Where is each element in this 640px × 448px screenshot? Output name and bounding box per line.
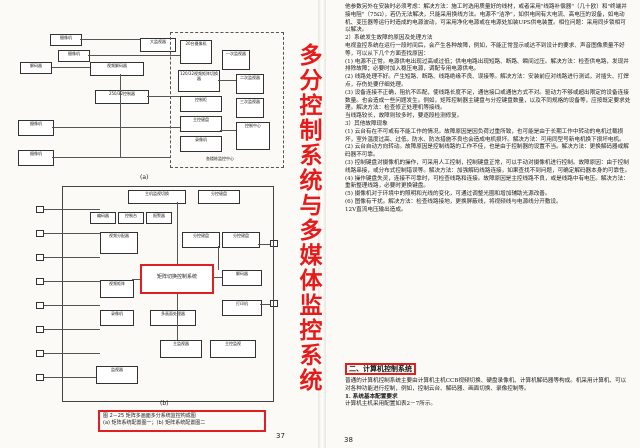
diagram-a-cam5: 摄像机 bbox=[18, 150, 54, 166]
paragraph: (2) 线路处理不好。产生短路、断路、线路绝缘不良、误接等。解决方法：安装前应对… bbox=[345, 74, 629, 88]
diagram-a-matrix: 120/32视频矩阵切换器 bbox=[178, 70, 220, 92]
camera-icon bbox=[36, 206, 44, 213]
camera-icon bbox=[36, 278, 44, 285]
diagram-b-multi: 多画面处理器 bbox=[150, 310, 196, 326]
diagram-b-keyboard-2: 分控键盘 bbox=[222, 232, 260, 248]
paragraph: (4) 操作键盘失灵，连接不可靠时，可检查线路和连接。故障原因是主控线路不良，或… bbox=[345, 175, 629, 190]
diagram-a-mon-top: 大监视器 bbox=[140, 38, 176, 52]
diagram-a-cabinet: 控制柜 bbox=[180, 96, 222, 112]
diagram-a-mon-left: 一次监视器 bbox=[222, 50, 250, 70]
section-heading: 二、计算机控制系统 bbox=[345, 363, 416, 375]
camera-icon bbox=[36, 374, 44, 381]
camera-icon bbox=[36, 230, 44, 237]
paragraph: 电视监控系统在运行一段时间后，会产生各种故障，例如，不能正常显示或达不到设计的要… bbox=[345, 42, 625, 57]
paragraph: (3) 设备连接不正确，阻抗不匹配，使线路长度不足，通信接口或通信方式不对。驱动… bbox=[345, 89, 631, 112]
figure-caption: 图 2－25 矩阵多画面多分系统监控构成图 (a) 矩阵系统配置图一；(b) 矩… bbox=[98, 410, 266, 432]
diagram-b-control-mon: 主控监视 bbox=[210, 340, 256, 358]
diagram-a-keyboard: 主控键盘 bbox=[180, 116, 222, 132]
camera-icon bbox=[36, 326, 44, 333]
alarm-icon bbox=[270, 300, 278, 307]
alarm-icon bbox=[270, 240, 278, 247]
paragraph: (6) 图像有干扰。解决方法：检查线路接地，更换屏蔽线，将视频线与电源线分开敷设… bbox=[345, 198, 562, 205]
diagram-b-small-b: 控制台 bbox=[118, 212, 144, 224]
diagram-a-bottom: 各楼栋监控中心 bbox=[206, 156, 234, 161]
diagram-b-video-dist: 视频分配器 bbox=[100, 232, 138, 254]
paragraph: (3) 控制键盘对摄像机的操作，可采用人工控制，控制键盘正常，可以手动对摄像机进… bbox=[345, 159, 631, 174]
diagram-a-frame bbox=[170, 32, 284, 168]
diagram-b-vcr: 录像机 bbox=[100, 310, 134, 326]
subheading: 1. 系统基本配置要求 bbox=[345, 393, 398, 400]
diagram-a-center: 控制中心 bbox=[236, 122, 270, 150]
paragraph: 3）其他故障现象 bbox=[345, 120, 388, 127]
diagram-a-bank: 20台摄像机 bbox=[180, 40, 212, 64]
diagram-a-cam3: 解码器 bbox=[20, 62, 52, 74]
diagram-a-decoder: 视频解码器 bbox=[90, 62, 144, 76]
paragraph: 当线路较长，故障则较多时，要逐段检测修复。 bbox=[345, 113, 463, 120]
camera-icon bbox=[36, 302, 44, 309]
paragraph: (2) 云台自动方向转动。故障原因是控制线路的工作不佳，也是由于控制器的设置不当… bbox=[345, 144, 629, 159]
diagram-b-center-box: 矩阵切换控制系统 bbox=[140, 264, 214, 294]
diagram-b-main-host: 主机监视切换 bbox=[128, 190, 186, 204]
diagram-b-pan-mon: 监视器 bbox=[96, 366, 138, 384]
figure-a-label: (a) bbox=[140, 174, 149, 181]
section-heading-text: 二、计算机控制系统 bbox=[345, 363, 416, 375]
body-text: 他参数另外在安装时必须考虑：解决方法：施工时选用质量好的线材，或者采用"线路补偿… bbox=[345, 4, 631, 215]
diagram-b-matrix: 视频矩阵 bbox=[100, 280, 134, 298]
left-page-number: 37 bbox=[276, 432, 285, 440]
paragraph: 他参数另外在安装时必须考虑：解决方法：施工时选用质量好的线材，或者采用"线路补偿… bbox=[345, 4, 627, 34]
figure-b-label: (b) bbox=[160, 400, 169, 407]
diagram-a-vcr: 录像机 bbox=[180, 136, 222, 152]
diagram-a-mon-right: 三次监视器 bbox=[236, 98, 264, 118]
diagram-b-left-keyboard: 分控键盘 bbox=[198, 190, 240, 204]
paragraph: (5) 摄像机对于环境中的照明和光线的变化，可通过调整光圈和增加辅助光源改善。 bbox=[345, 191, 551, 198]
left-page: 摄像机 摄像机 解码器 摄像机 摄像机 视频解码器 250/32控制器 大监视器… bbox=[0, 0, 319, 448]
camera-icon bbox=[36, 254, 44, 261]
paragraph: 普通的计算机控制系统主要由计算机主机CCB视频切换、硬盘录像机、计算机解码器等构… bbox=[345, 378, 627, 392]
diagram-b-frame bbox=[62, 186, 274, 402]
diagram-a-cam1: 摄像机 bbox=[50, 34, 82, 46]
paragraph: (1) 电源不正常。电源供电出现过高或过低；供电电路出现短路、断路、瞬间过压。解… bbox=[345, 58, 629, 73]
diagram-b-printer: 打印机 bbox=[222, 300, 262, 316]
right-page-number: 38 bbox=[344, 436, 353, 444]
diagram-a-mon-mid: 二次监视器 bbox=[236, 74, 264, 94]
diagram-a-cam2: 摄像机 bbox=[58, 50, 90, 62]
diagram-a-box-250: 250/32控制器 bbox=[95, 90, 149, 104]
diagram-b-monitor: 主监视器 bbox=[160, 340, 202, 358]
diagram-b-small-a: 编码器 bbox=[90, 212, 116, 224]
paragraph: 12V直流电压输出造成。 bbox=[345, 206, 407, 213]
diagram-a-cam4: 摄像机 bbox=[18, 120, 54, 136]
overlay-title: 多分控制系统与多媒体监控系统 bbox=[299, 43, 323, 394]
diagram-b-decoder: 解码器 bbox=[222, 270, 262, 286]
diagram-b-keyboard-1: 分控键盘 bbox=[182, 232, 220, 248]
book-gutter bbox=[318, 0, 326, 448]
bottom-text: 普通的计算机控制系统主要由计算机主机CCB视频切换、硬盘录像机、计算机解码器等构… bbox=[345, 378, 631, 409]
caption-line-2: (a) 矩阵系统配置图一；(b) 矩阵系统配置图二 bbox=[103, 420, 206, 426]
paragraph: 计算机主机采用配置如表2－7所示。 bbox=[345, 401, 437, 408]
diagram-b-small-c: 报警器 bbox=[146, 212, 172, 224]
paragraph: 2）系统发生故障的原因及处理方法 bbox=[345, 35, 433, 42]
paragraph: (1) 云台有在不可或有不能工作的情况。故障原因是因负荷过重所致，也可能是由于长… bbox=[345, 128, 625, 143]
caption-line-1: 图 2－25 矩阵多画面多分系统监控构成图 bbox=[103, 413, 196, 419]
camera-icon bbox=[36, 350, 44, 357]
right-page: 他参数另外在安装时必须考虑：解决方法：施工时选用质量好的线材，或者采用"线路补偿… bbox=[326, 0, 640, 448]
